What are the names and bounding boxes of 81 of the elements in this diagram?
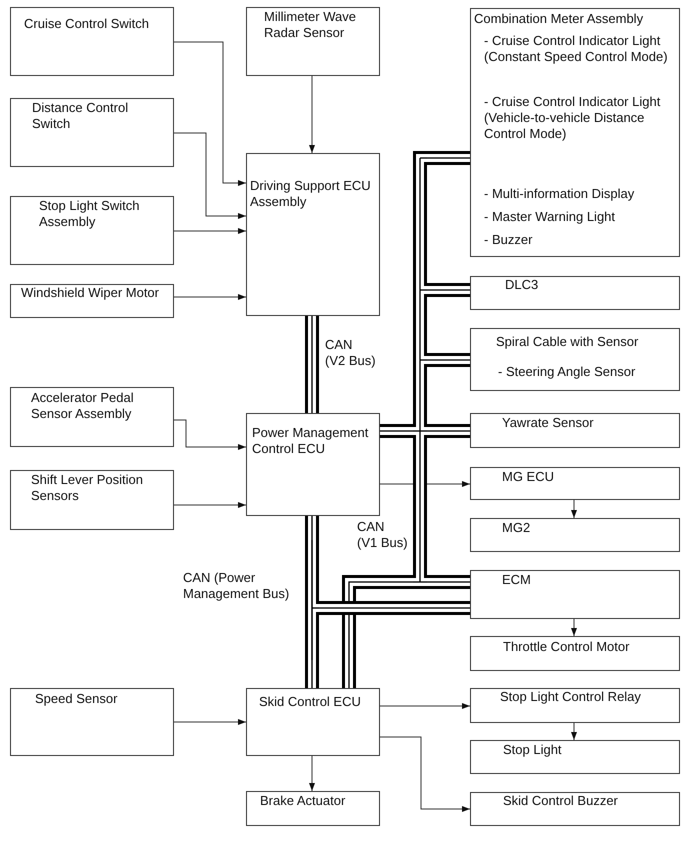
arrow	[309, 76, 315, 154]
component-name: Cruise Control Switch	[24, 16, 149, 32]
sub-item-text: - Cruise Control Indicator Light (Vehicle-to-vehicle Distance Control Mode)	[484, 94, 662, 142]
component-name: Driving Support ECU Assembly	[250, 178, 372, 210]
component-box	[470, 276, 680, 310]
sub-item-text: - Multi-information Display	[484, 186, 634, 202]
component-box	[246, 791, 380, 826]
component-box	[470, 8, 680, 257]
sub-item-text: - Buzzer	[484, 232, 532, 248]
component-name: MG ECU	[502, 469, 554, 485]
component-box	[10, 196, 174, 265]
can-bus-line	[305, 316, 319, 413]
can-bus-line	[305, 516, 319, 540]
component-box	[246, 7, 380, 76]
bus-label: CAN (Power Management Bus)	[183, 570, 290, 602]
component-box	[10, 387, 174, 447]
arrow	[174, 42, 246, 186]
component-name: Yawrate Sensor	[502, 415, 594, 431]
component-name: Stop Light Control Relay	[500, 689, 641, 705]
arrow	[174, 228, 246, 234]
arrow	[380, 736, 470, 812]
can-bus-line	[380, 424, 413, 438]
can-bus-line	[427, 353, 470, 367]
component-name: Speed Sensor	[35, 691, 118, 707]
arrow	[571, 500, 577, 518]
can-bus-line	[427, 151, 470, 165]
component-box	[10, 284, 174, 318]
component-box	[246, 688, 380, 756]
can-bus-line	[427, 424, 470, 438]
component-name: Stop Light Switch Assembly	[39, 198, 140, 230]
can-bus-line	[427, 575, 470, 589]
bus-label: CAN (V2 Bus)	[325, 337, 377, 369]
component-name: Stop Light	[503, 742, 562, 758]
component-box	[470, 570, 680, 619]
component-name: Distance Control Switch	[32, 100, 130, 132]
component-name: Accelerator Pedal Sensor Assembly	[31, 390, 135, 422]
can-bus-line	[427, 283, 470, 297]
component-box	[10, 7, 174, 76]
component-name: Millimeter Wave Radar Sensor	[264, 9, 357, 41]
component-name: Brake Actuator	[260, 793, 346, 809]
component-name: Power Management Control ECU	[252, 425, 370, 457]
component-name: Skid Control Buzzer	[503, 793, 618, 809]
arrow	[571, 618, 577, 636]
component-box	[246, 413, 380, 516]
component-name: DLC3	[505, 277, 538, 293]
component-name: ECM	[502, 572, 531, 588]
can-bus-line	[342, 575, 413, 688]
component-box	[470, 518, 680, 552]
can-bus-line	[319, 601, 470, 615]
can-bus-line	[305, 660, 319, 688]
component-box	[470, 792, 680, 826]
sub-item-text: - Master Warning Light	[484, 209, 616, 225]
bus-label: CAN (V1 Bus)	[357, 519, 409, 551]
arrow	[380, 703, 470, 709]
arrow	[309, 756, 315, 792]
arrow	[571, 722, 577, 740]
arrow	[174, 420, 246, 450]
bus-bar	[413, 151, 427, 589]
component-name: Throttle Control Motor	[503, 639, 630, 655]
component-name: Windshield Wiper Motor	[21, 285, 159, 301]
component-name: Spiral Cable with Sensor	[496, 334, 638, 350]
component-box	[470, 467, 680, 500]
component-box	[470, 740, 680, 774]
component-box	[10, 98, 174, 167]
sub-item-text: - Cruise Control Indicator Light (Constant Speed Control Mode)	[484, 33, 669, 65]
arrow	[174, 294, 246, 300]
component-box	[470, 688, 680, 723]
arrow	[174, 719, 246, 725]
component-box	[470, 328, 680, 391]
component-box	[470, 636, 680, 671]
component-name: Skid Control ECU	[259, 694, 361, 710]
arrow	[174, 502, 246, 508]
sub-item-text: - Steering Angle Sensor	[498, 364, 636, 380]
component-box	[470, 413, 680, 448]
component-name: MG2	[502, 520, 530, 536]
component-box	[10, 688, 174, 756]
component-box	[246, 153, 380, 316]
component-box	[10, 470, 174, 530]
component-name: Shift Lever Position Sensors	[31, 472, 144, 504]
arrow	[174, 132, 246, 219]
component-name: Combination Meter Assembly	[474, 11, 644, 27]
